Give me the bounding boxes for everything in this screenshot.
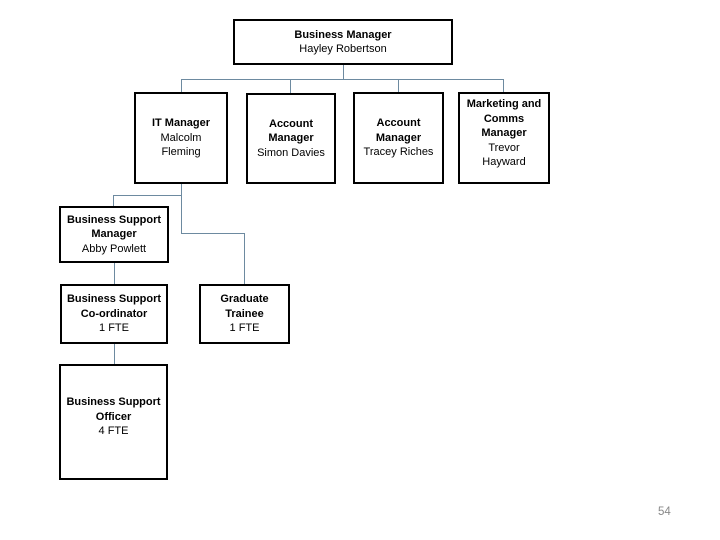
org-box-graduate-trainee: Graduate Trainee 1 FTE bbox=[199, 284, 290, 344]
role-title: Co-ordinator bbox=[80, 307, 148, 320]
role-title: Business Support bbox=[66, 293, 162, 306]
connector-graduate-horizontal bbox=[181, 233, 245, 234]
role-title: Manager bbox=[375, 131, 422, 144]
page-number: 54 bbox=[658, 506, 671, 518]
role-title: Manager bbox=[481, 127, 527, 139]
role-title: Officer bbox=[95, 410, 132, 423]
org-box-business-support-manager: Business Support Manager Abby Powlett bbox=[59, 206, 169, 263]
person-name: Malcolm bbox=[160, 131, 202, 144]
fte-count: 1 FTE bbox=[229, 322, 260, 335]
person-name: Abby Powlett bbox=[81, 242, 147, 255]
fte-count: 4 FTE bbox=[98, 425, 129, 438]
connector-drop-account-simon bbox=[290, 79, 291, 93]
connector-coordinator-to-officer bbox=[114, 344, 115, 364]
org-box-business-support-coordinator: Business Support Co-ordinator 1 FTE bbox=[60, 284, 168, 344]
person-name: Hayley Robertson bbox=[299, 43, 387, 55]
role-title: Trainee bbox=[225, 307, 264, 320]
connector-drop-it-manager bbox=[181, 79, 182, 92]
org-box-marketing-comms-manager: Marketing and Comms Manager Trevor Haywa… bbox=[458, 92, 550, 184]
person-name: Tracey Riches bbox=[363, 146, 434, 159]
connector-drop-bsm bbox=[113, 195, 114, 206]
connector-bsm-horizontal bbox=[113, 195, 182, 196]
role-title: Account bbox=[269, 117, 313, 130]
role-title: Business Support bbox=[66, 396, 161, 409]
role-title: Manager bbox=[91, 228, 137, 241]
fte-count: 1 FTE bbox=[99, 322, 129, 335]
role-title: Business Manager bbox=[294, 28, 392, 41]
connector-drop-marketing bbox=[503, 79, 504, 92]
org-box-account-manager-simon: Account Manager Simon Davies bbox=[246, 93, 336, 184]
connector-drop-account-tracey bbox=[398, 79, 399, 92]
role-title: Business Support bbox=[66, 213, 162, 226]
role-title: Marketing and bbox=[466, 98, 542, 110]
person-name: Fleming bbox=[161, 146, 201, 159]
role-title: Manager bbox=[268, 132, 314, 145]
person-name: Trevor bbox=[488, 141, 520, 154]
connector-it-stem-vertical bbox=[181, 184, 182, 233]
role-title: IT Manager bbox=[151, 117, 211, 130]
role-title: Graduate bbox=[220, 293, 269, 306]
org-box-business-manager: Business Manager Hayley Robertson bbox=[233, 19, 453, 65]
person-name: Simon Davies bbox=[257, 146, 325, 159]
connector-root-stem bbox=[343, 64, 344, 79]
person-name: Hayward bbox=[482, 156, 526, 168]
connector-level2-horizontal bbox=[181, 79, 504, 80]
org-box-it-manager: IT Manager Malcolm Fleming bbox=[134, 92, 228, 184]
org-box-account-manager-tracey: Account Manager Tracey Riches bbox=[353, 92, 444, 184]
role-title: Account bbox=[376, 117, 421, 130]
connector-bsm-to-coordinator bbox=[114, 263, 115, 284]
connector-drop-graduate bbox=[244, 233, 245, 284]
role-title: Comms bbox=[483, 112, 525, 125]
org-box-business-support-officer: Business Support Officer 4 FTE bbox=[59, 364, 168, 480]
